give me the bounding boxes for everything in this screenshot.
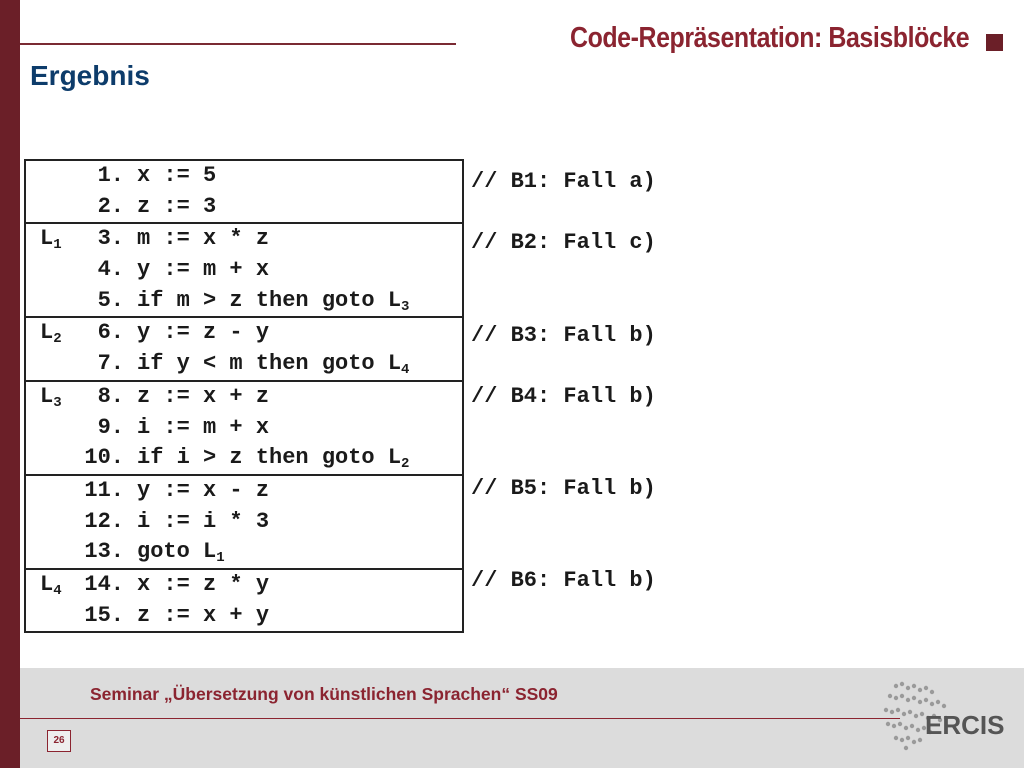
line-number: 13.	[84, 539, 124, 565]
slide-title: Code-Repräsentation: Basisblöcke	[569, 22, 970, 54]
line-number: 9.	[97, 414, 124, 440]
block-comment: // B4: Fall b)	[471, 383, 656, 409]
code-line: 4. y := m + x	[26, 255, 462, 286]
line-number: 10.	[84, 445, 124, 471]
statement: z := x + y	[137, 602, 270, 628]
statement: i := i * 3	[137, 508, 270, 534]
code-line: 10. if i > z then goto L2	[26, 443, 462, 474]
line-number: 5.	[97, 287, 124, 313]
jump-label: L3	[40, 383, 62, 411]
statement: y := m + x	[137, 257, 270, 283]
left-accent-bar	[0, 0, 20, 768]
basic-block: L2 6. y := z - y 7. if y < m then goto L4	[24, 317, 464, 381]
code-line: 11. y := x - z	[26, 476, 462, 507]
code-line: 13. goto L1	[26, 537, 462, 568]
line-number: 12.	[84, 508, 124, 534]
code-line: 7. if y < m then goto L4	[26, 349, 462, 380]
line-number: 7.	[97, 351, 124, 377]
line-number: 15.	[84, 602, 124, 628]
statement: m := x * z	[137, 226, 270, 252]
europe-map-icon	[883, 681, 949, 751]
ercis-logo: ERCIS	[925, 710, 1005, 740]
line-number: 11.	[84, 477, 124, 503]
basic-block: L1 3. m := x * z 4. y := m + x 5. if m > z the…	[24, 223, 464, 318]
footer-seminar-title: Seminar „Übersetzung von künstlichen Spr…	[90, 684, 558, 704]
jump-label: L1	[40, 226, 62, 254]
line-number: 4.	[97, 257, 124, 283]
jump-label: L4	[40, 571, 62, 599]
basic-block-table: 1. x := 5 2. z := 3 L1 3. m := x * z 4. y := m +…	[24, 159, 464, 634]
statement: y := x - z	[137, 477, 270, 503]
basic-block: 11. y := x - z 12. i := i * 3 13. goto L1	[24, 474, 464, 569]
block-comment: // B5: Fall b)	[471, 476, 656, 501]
code-line: 5. if m > z then goto L3	[26, 286, 462, 317]
jump-label: L2	[40, 320, 62, 348]
statement: y := z - y	[137, 320, 270, 346]
title-square-icon	[986, 34, 1003, 51]
line-number: 2.	[97, 193, 124, 219]
section-heading: Ergebnis	[30, 60, 150, 91]
block-comment: // B6: Fall b)	[471, 568, 656, 594]
code-line: L2 6. y := z - y	[26, 318, 462, 349]
line-number: 1.	[97, 163, 124, 188]
block-comment: // B1: Fall a)	[471, 169, 656, 194]
code-line: 9. i := m + x	[26, 413, 462, 444]
code-line: L1 3. m := x * z	[26, 224, 462, 255]
basic-block: L3 8. z := x + z 9. i := m + x 10. if i > z th…	[24, 380, 464, 475]
line-number: 3.	[97, 226, 124, 252]
code-line: 1. x := 5	[26, 161, 462, 192]
line-number: 6.	[97, 320, 124, 346]
line-number: 8.	[97, 383, 124, 409]
statement: z := x + z	[137, 383, 270, 409]
header-rule	[20, 43, 456, 45]
block-comment: // B2: Fall c)	[471, 230, 656, 256]
statement: x := z * y	[137, 571, 270, 597]
statement: if i > z then goto L2	[137, 445, 410, 473]
statement: if m > z then goto L3	[137, 287, 410, 315]
code-line: 15. z := x + y	[26, 601, 462, 632]
code-line: L4 14. x := z * y	[26, 570, 462, 601]
code-line: 2. z := 3	[26, 192, 462, 223]
statement: z := 3	[137, 193, 217, 219]
footer-rule	[20, 718, 900, 719]
basic-block: 1. x := 5 2. z := 3	[24, 159, 464, 224]
basic-block: L4 14. x := z * y 15. z := x + y	[24, 568, 464, 634]
code-line: 12. i := i * 3	[26, 507, 462, 538]
block-comment: // B3: Fall b)	[471, 322, 656, 348]
statement: i := m + x	[137, 414, 270, 440]
statement: if y < m then goto L4	[137, 351, 410, 379]
statement: goto L1	[137, 539, 225, 567]
statement: x := 5	[137, 163, 217, 188]
line-number: 14.	[84, 571, 124, 597]
page-number: 26	[47, 730, 71, 752]
code-line: L3 8. z := x + z	[26, 382, 462, 413]
